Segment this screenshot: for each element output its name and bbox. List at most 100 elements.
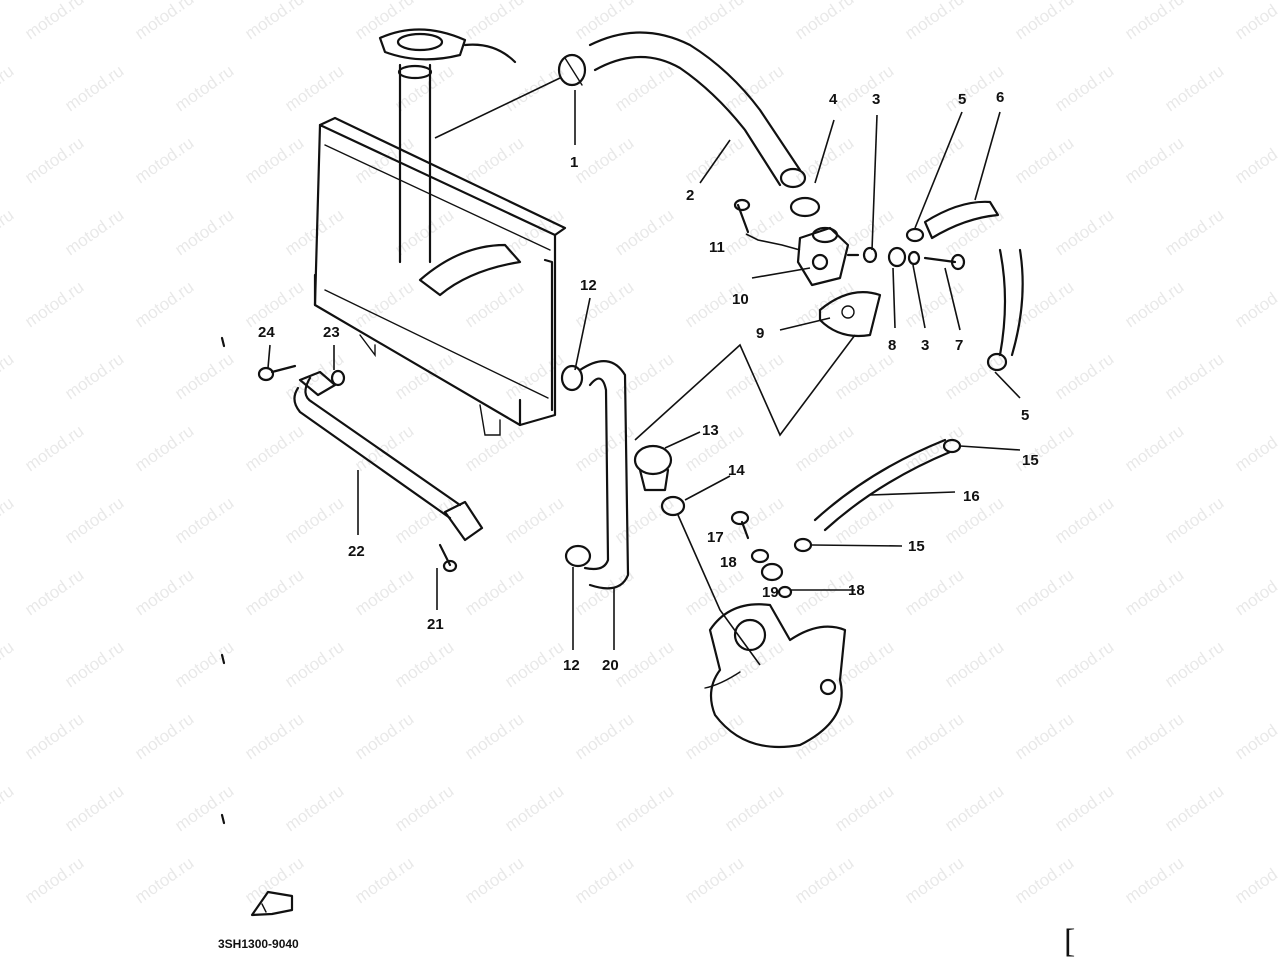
bolt-17[interactable] <box>730 510 750 540</box>
watermark-text: motod.ru <box>1231 277 1278 331</box>
watermark-text: motod.ru <box>391 349 457 403</box>
watermark-text: motod.ru <box>21 0 87 43</box>
callout-3b: 3 <box>921 337 929 354</box>
callout-22: 22 <box>348 543 365 560</box>
watermark-text: motod.ru <box>0 205 17 259</box>
watermark-text: motod.ru <box>0 493 17 547</box>
hose-clamp-4[interactable] <box>789 196 821 218</box>
watermark-text: motod.ru <box>21 277 87 331</box>
filler-neck[interactable] <box>378 28 522 297</box>
hose-clamp-5a[interactable] <box>905 227 925 243</box>
o-ring-3a[interactable] <box>862 246 878 264</box>
upper-radiator-hose[interactable] <box>588 31 807 189</box>
watermark-text: motod.ru <box>501 61 567 115</box>
radiator[interactable] <box>313 116 567 436</box>
callout-19: 19 <box>762 584 779 601</box>
water-pipe-22[interactable] <box>293 370 484 542</box>
watermark-text: motod.ru <box>1161 349 1227 403</box>
watermark-text: motod.ru <box>941 349 1007 403</box>
watermark-text: motod.ru <box>1121 853 1187 907</box>
hose-20[interactable] <box>578 360 630 590</box>
thermostat-housing[interactable] <box>796 226 860 287</box>
hose-clamp-12b[interactable] <box>564 544 592 568</box>
watermark-text: motod.ru <box>501 781 567 835</box>
watermark-text: motod.ru <box>1011 709 1077 763</box>
callout-9: 9 <box>756 325 764 342</box>
watermark-text: motod.ru <box>681 0 747 43</box>
callout-21: 21 <box>427 616 444 633</box>
watermark-text: motod.ru <box>681 565 747 619</box>
watermark-text: motod.ru <box>351 565 417 619</box>
watermark-text: motod.ru <box>461 277 527 331</box>
watermark-text: motod.ru <box>21 853 87 907</box>
watermark-text: motod.ru <box>901 421 967 475</box>
hose-clamp-1[interactable] <box>557 53 587 87</box>
bolt-24[interactable] <box>257 364 297 382</box>
callout-15b: 15 <box>908 538 925 555</box>
watermark-text: motod.ru <box>1231 421 1278 475</box>
housing-gasket-9[interactable] <box>818 291 882 338</box>
callout-24: 24 <box>258 324 275 341</box>
union-8[interactable] <box>887 246 907 268</box>
watermark-text: motod.ru <box>171 637 237 691</box>
watermark-text: motod.ru <box>791 0 857 43</box>
watermark-text: motod.ru <box>1161 493 1227 547</box>
washer-18b[interactable] <box>777 585 793 599</box>
watermark-text: motod.ru <box>391 637 457 691</box>
hose-clamp-5b[interactable] <box>986 352 1008 372</box>
callout-23: 23 <box>323 324 340 341</box>
watermark-text: motod.ru <box>1161 637 1227 691</box>
watermark-text: motod.ru <box>0 637 17 691</box>
hose-16[interactable] <box>813 438 952 532</box>
watermark-text: motod.ru <box>281 493 347 547</box>
watermark-text: motod.ru <box>461 133 527 187</box>
watermark-text: motod.ru <box>1121 709 1187 763</box>
watermark-text: motod.ru <box>281 61 347 115</box>
watermark-text: motod.ru <box>1121 421 1187 475</box>
watermark-text: motod.ru <box>1011 133 1077 187</box>
hose-6[interactable] <box>923 200 1000 240</box>
gasket-14[interactable] <box>660 495 686 517</box>
hose-right[interactable] <box>998 248 1024 357</box>
bolt-11[interactable] <box>733 198 751 234</box>
watermark-text: motod.ru <box>1231 565 1278 619</box>
watermark-text: motod.ru <box>791 133 857 187</box>
watermark-text: motod.ru <box>171 493 237 547</box>
watermark-text: motod.ru <box>791 421 857 475</box>
o-ring-3b[interactable] <box>907 250 921 266</box>
watermark-text: motod.ru <box>1051 781 1117 835</box>
watermark-text: motod.ru <box>131 277 197 331</box>
watermark-text: motod.ru <box>461 421 527 475</box>
watermark-text: motod.ru <box>901 277 967 331</box>
watermark-text: motod.ru <box>391 781 457 835</box>
watermark-text: motod.ru <box>1231 709 1278 763</box>
union-bolt-19[interactable] <box>760 562 784 582</box>
callout-10: 10 <box>732 291 749 308</box>
thermostat-13[interactable] <box>633 444 673 492</box>
o-ring-23[interactable] <box>330 369 346 387</box>
watermark-text: motod.ru <box>281 349 347 403</box>
watermark-text: motod.ru <box>61 781 127 835</box>
watermark-text: motod.ru <box>21 709 87 763</box>
watermark-text: motod.ru <box>1231 0 1278 43</box>
watermark-text: motod.ru <box>351 277 417 331</box>
watermark-text: motod.ru <box>1161 61 1227 115</box>
watermark-text: motod.ru <box>901 853 967 907</box>
watermark-text: motod.ru <box>721 781 787 835</box>
watermark-text: motod.ru <box>61 493 127 547</box>
hose-clamp-12a[interactable] <box>560 364 584 392</box>
watermark-text: motod.ru <box>281 637 347 691</box>
watermark-text: motod.ru <box>391 205 457 259</box>
hose-clamp-15b[interactable] <box>793 537 813 553</box>
watermark-text: motod.ru <box>1011 853 1077 907</box>
watermark-text: motod.ru <box>131 709 197 763</box>
leader-lines <box>267 77 1021 666</box>
bolt-7[interactable] <box>923 253 966 271</box>
watermark-text: motod.ru <box>21 565 87 619</box>
watermark-text: motod.ru <box>241 853 307 907</box>
watermark-text: motod.ru <box>831 493 897 547</box>
watermark-text: motod.ru <box>171 61 237 115</box>
washer-18a[interactable] <box>750 548 770 564</box>
callout-7: 7 <box>955 337 963 354</box>
bolt-21[interactable] <box>438 543 458 573</box>
